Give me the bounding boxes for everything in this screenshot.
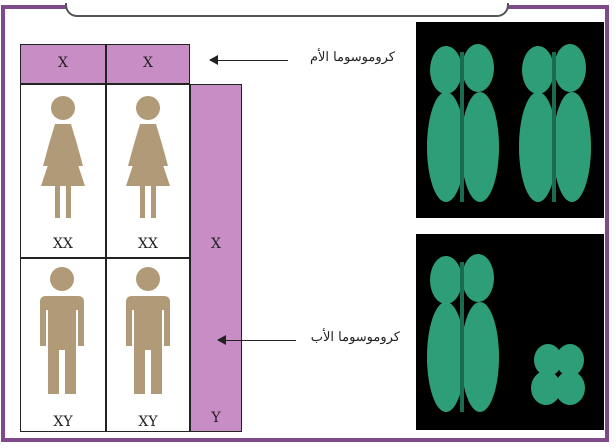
mother-chromosome-2: X — [106, 55, 190, 71]
offspring-genotype: XX — [106, 236, 190, 252]
offspring-genotype: XY — [106, 414, 190, 430]
y-chromosome-icon — [528, 338, 588, 408]
father-column — [190, 84, 242, 432]
offspring-genotype: XX — [20, 236, 106, 252]
header-bar — [65, 3, 509, 17]
mother-chromosome-1: X — [20, 55, 106, 71]
female-figure-icon — [35, 94, 91, 222]
mother-arrow-icon — [210, 60, 288, 61]
mother-chromosomes-label: كروموسوما الأم — [295, 50, 395, 65]
x-chromosome-icon — [424, 42, 502, 212]
female-figure-icon — [120, 94, 176, 222]
x-chromosome-icon — [516, 42, 594, 212]
father-arrow-icon — [218, 340, 296, 341]
father-chromosome-y: Y — [190, 410, 242, 426]
x-chromosome-icon — [424, 252, 502, 422]
father-chromosomes-label: كروموسوما الأب — [300, 330, 400, 345]
offspring-genotype: XY — [20, 414, 106, 430]
male-figure-icon — [122, 266, 174, 398]
male-figure-icon — [36, 266, 88, 398]
father-chromosome-x: X — [190, 236, 242, 252]
father-chromosome-photo — [416, 234, 604, 430]
mother-chromosome-photo — [416, 22, 604, 218]
